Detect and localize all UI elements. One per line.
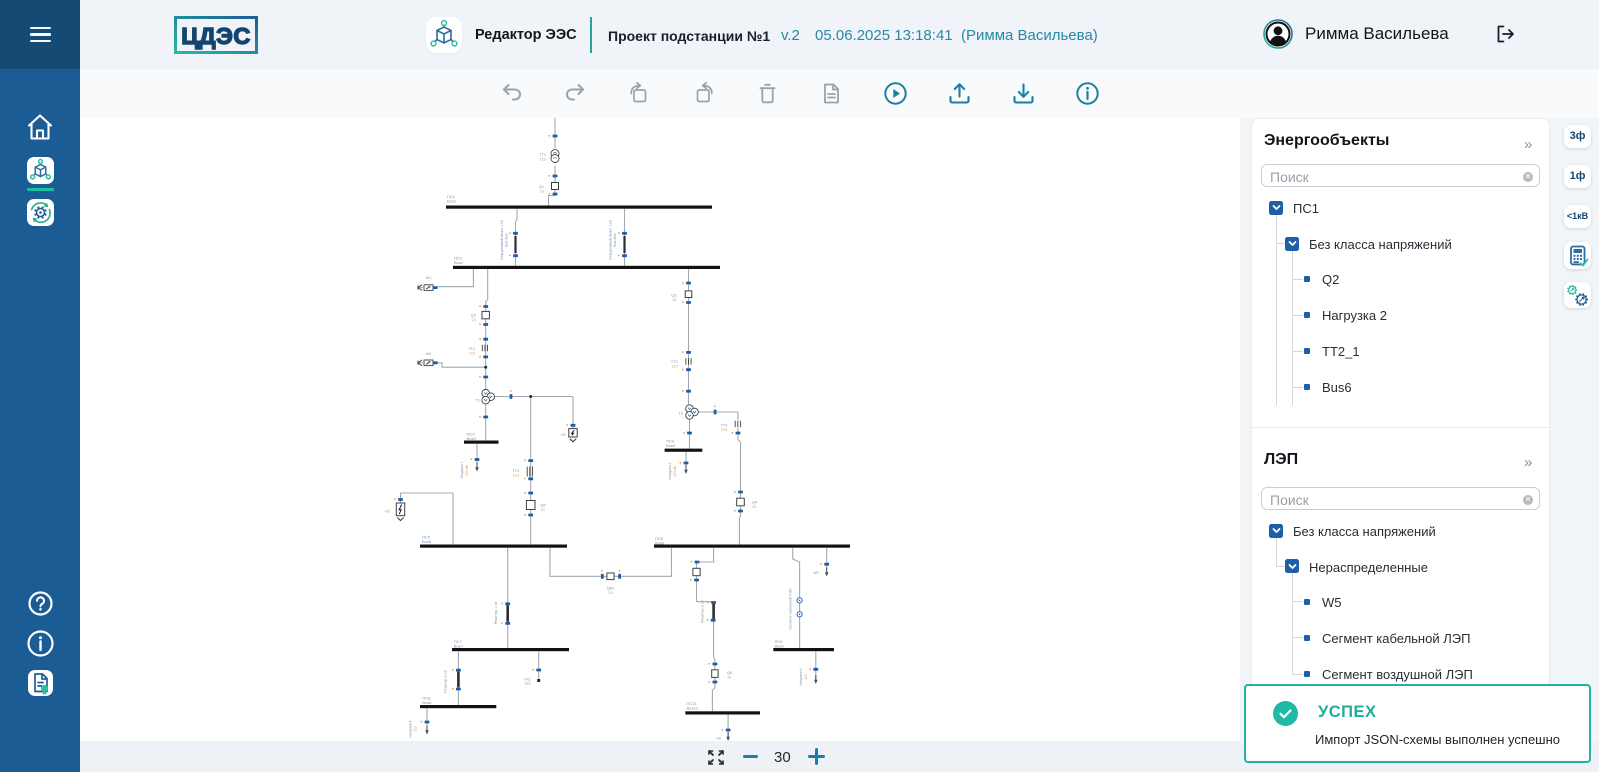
svg-text:Bus2: Bus2 xyxy=(454,260,464,265)
svg-text:ПС7: ПС7 xyxy=(454,639,463,644)
svg-text:ТН1: ТН1 xyxy=(524,678,531,682)
svg-text:123: 123 xyxy=(513,473,519,477)
svg-text:10: 10 xyxy=(727,675,731,679)
svg-text:Т1: Т1 xyxy=(476,399,480,403)
svg-text:Секционный выкл. 123: Секционный выкл. 123 xyxy=(500,220,504,260)
svg-text:Bus10: Bus10 xyxy=(687,706,699,711)
svg-text:Q3: Q3 xyxy=(671,294,676,298)
svg-text:Bus6: Bus6 xyxy=(655,541,665,546)
svg-text:123: 123 xyxy=(414,726,418,732)
svg-text:10: 10 xyxy=(472,318,476,322)
svg-text:Q1: Q1 xyxy=(539,185,544,189)
svg-text:10: 10 xyxy=(608,591,612,595)
svg-text:Q5: Q5 xyxy=(541,504,546,508)
svg-text:Bus-Bus: Bus-Bus xyxy=(505,233,509,247)
svg-text:Bus9: Bus9 xyxy=(775,644,785,649)
svg-text:123: 123 xyxy=(671,364,677,368)
svg-text:ТТ4: ТТ4 xyxy=(720,424,727,428)
svg-text:Нагрузка 6: Нагрузка 6 xyxy=(799,668,803,685)
svg-text:ПС1: ПС1 xyxy=(447,194,456,199)
svg-text:Нагрузка 4: Нагрузка 4 xyxy=(409,720,413,737)
svg-text:Реактор 1 св: Реактор 1 св xyxy=(494,602,498,624)
svg-text:123: 123 xyxy=(469,351,475,355)
svg-text:Bus4: Bus4 xyxy=(666,443,676,448)
svg-text:Bus7: Bus7 xyxy=(454,644,464,649)
svg-text:ТТ3: ТТ3 xyxy=(512,469,519,473)
svg-text:ПС9: ПС9 xyxy=(775,639,784,644)
svg-text:ПС8: ПС8 xyxy=(422,696,431,701)
svg-text:Нагрузка 2: Нагрузка 2 xyxy=(668,462,672,479)
svg-text:ПС11: ПС11 xyxy=(687,701,698,706)
svg-text:ПС2: ПС2 xyxy=(454,256,463,261)
svg-text:Н2: Н2 xyxy=(561,433,566,437)
svg-text:Н5: Н5 xyxy=(716,737,721,741)
svg-text:ТТ2: ТТ2 xyxy=(671,360,678,364)
svg-text:Bus-Bus: Bus-Bus xyxy=(613,233,617,247)
svg-text:Сегмент кабельной ЛЭП: Сегмент кабельной ЛЭП xyxy=(789,588,793,629)
svg-text:123: 123 xyxy=(721,428,727,432)
svg-text:Реактор 2 св: Реактор 2 св xyxy=(444,670,448,692)
svg-text:ПС3: ПС3 xyxy=(467,432,476,437)
svg-text:Секционный выкл. 123: Секционный выкл. 123 xyxy=(609,220,613,260)
svg-text:W1: W1 xyxy=(426,276,432,280)
svg-text:Q2: Q2 xyxy=(471,314,476,318)
svg-text:Bus1: Bus1 xyxy=(447,199,457,204)
svg-text:QB1: QB1 xyxy=(607,587,615,591)
svg-text:Н1: Н1 xyxy=(385,510,390,514)
svg-text:Q4: Q4 xyxy=(752,501,757,505)
svg-text:ПС4: ПС4 xyxy=(666,438,675,443)
svg-text:123 кВт: 123 кВт xyxy=(465,464,469,476)
svg-text:ПС5: ПС5 xyxy=(422,535,431,540)
svg-text:W4: W4 xyxy=(426,352,432,356)
svg-text:Q6: Q6 xyxy=(727,671,732,675)
svg-text:Bus5: Bus5 xyxy=(422,539,432,544)
svg-text:123 кВт: 123 кВт xyxy=(673,465,677,477)
svg-text:123: 123 xyxy=(804,674,808,680)
svg-text:Bus8: Bus8 xyxy=(422,700,432,705)
svg-text:123: 123 xyxy=(540,157,546,161)
svg-text:10: 10 xyxy=(540,189,544,193)
svg-text:10: 10 xyxy=(541,508,545,512)
svg-text:ТГ1: ТГ1 xyxy=(540,153,547,157)
svg-text:Нагрузка 1: Нагрузка 1 xyxy=(460,461,464,478)
svg-text:ЦДЭС: ЦДЭС xyxy=(181,23,251,49)
svg-text:ТТ1: ТТ1 xyxy=(468,347,475,351)
svg-text:10: 10 xyxy=(752,505,756,509)
svg-text:W5: W5 xyxy=(813,571,818,575)
svg-text:123: 123 xyxy=(525,682,531,686)
svg-text:Т2: Т2 xyxy=(679,412,683,416)
svg-text:ПС6: ПС6 xyxy=(655,536,664,541)
svg-text:10: 10 xyxy=(672,298,676,302)
svg-text:Bus3: Bus3 xyxy=(467,436,477,441)
svg-text:Реактор 3 св: Реактор 3 св xyxy=(701,600,705,622)
